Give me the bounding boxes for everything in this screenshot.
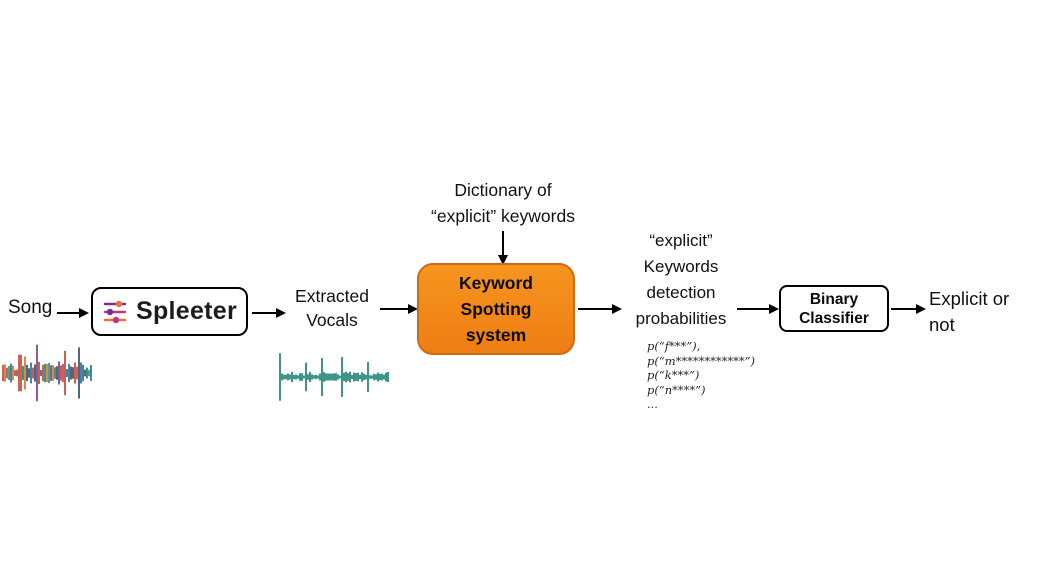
- spleeter-box: Spleeter: [91, 287, 248, 336]
- song-label: Song: [8, 297, 53, 318]
- spleeter-label: Spleeter: [135, 297, 238, 325]
- arrow-kws-to-probabilities: [578, 308, 620, 310]
- probability-line: p(“f***”),: [647, 339, 701, 353]
- probability-line: p(“k***”): [647, 368, 700, 382]
- binary-classifier-box: Binary Classifier: [779, 285, 889, 332]
- dictionary-label: Dictionary of “explicit” keywords: [431, 180, 575, 226]
- spleeter-logo-icon: [103, 300, 127, 323]
- vocals-waveform: [279, 353, 389, 401]
- probability-line: ...: [647, 397, 658, 411]
- probabilities-label: “explicit” Keywords detection probabilit…: [635, 231, 727, 328]
- arrow-dictionary-to-kws: [502, 231, 504, 263]
- arrow-song-to-spleeter: [57, 312, 87, 314]
- song-waveform: [2, 344, 92, 402]
- arrow-spleeter-to-vocals: [252, 312, 284, 314]
- arrow-vocals-to-kws: [380, 308, 416, 310]
- probability-line: p(“m************”): [647, 353, 755, 368]
- extracted-vocals-label: Extracted Vocals: [295, 286, 369, 330]
- keyword-spotting-box: Keyword Spotting system: [417, 263, 575, 355]
- output-label: Explicit or not: [929, 288, 1010, 335]
- probability-expressions: p(“f***”), p(“m************”) p(“k***”) …: [647, 339, 755, 412]
- arrow-probabilities-to-classifier: [737, 308, 777, 310]
- probability-line: p(“n****”): [647, 382, 706, 397]
- arrow-classifier-to-output: [891, 308, 924, 310]
